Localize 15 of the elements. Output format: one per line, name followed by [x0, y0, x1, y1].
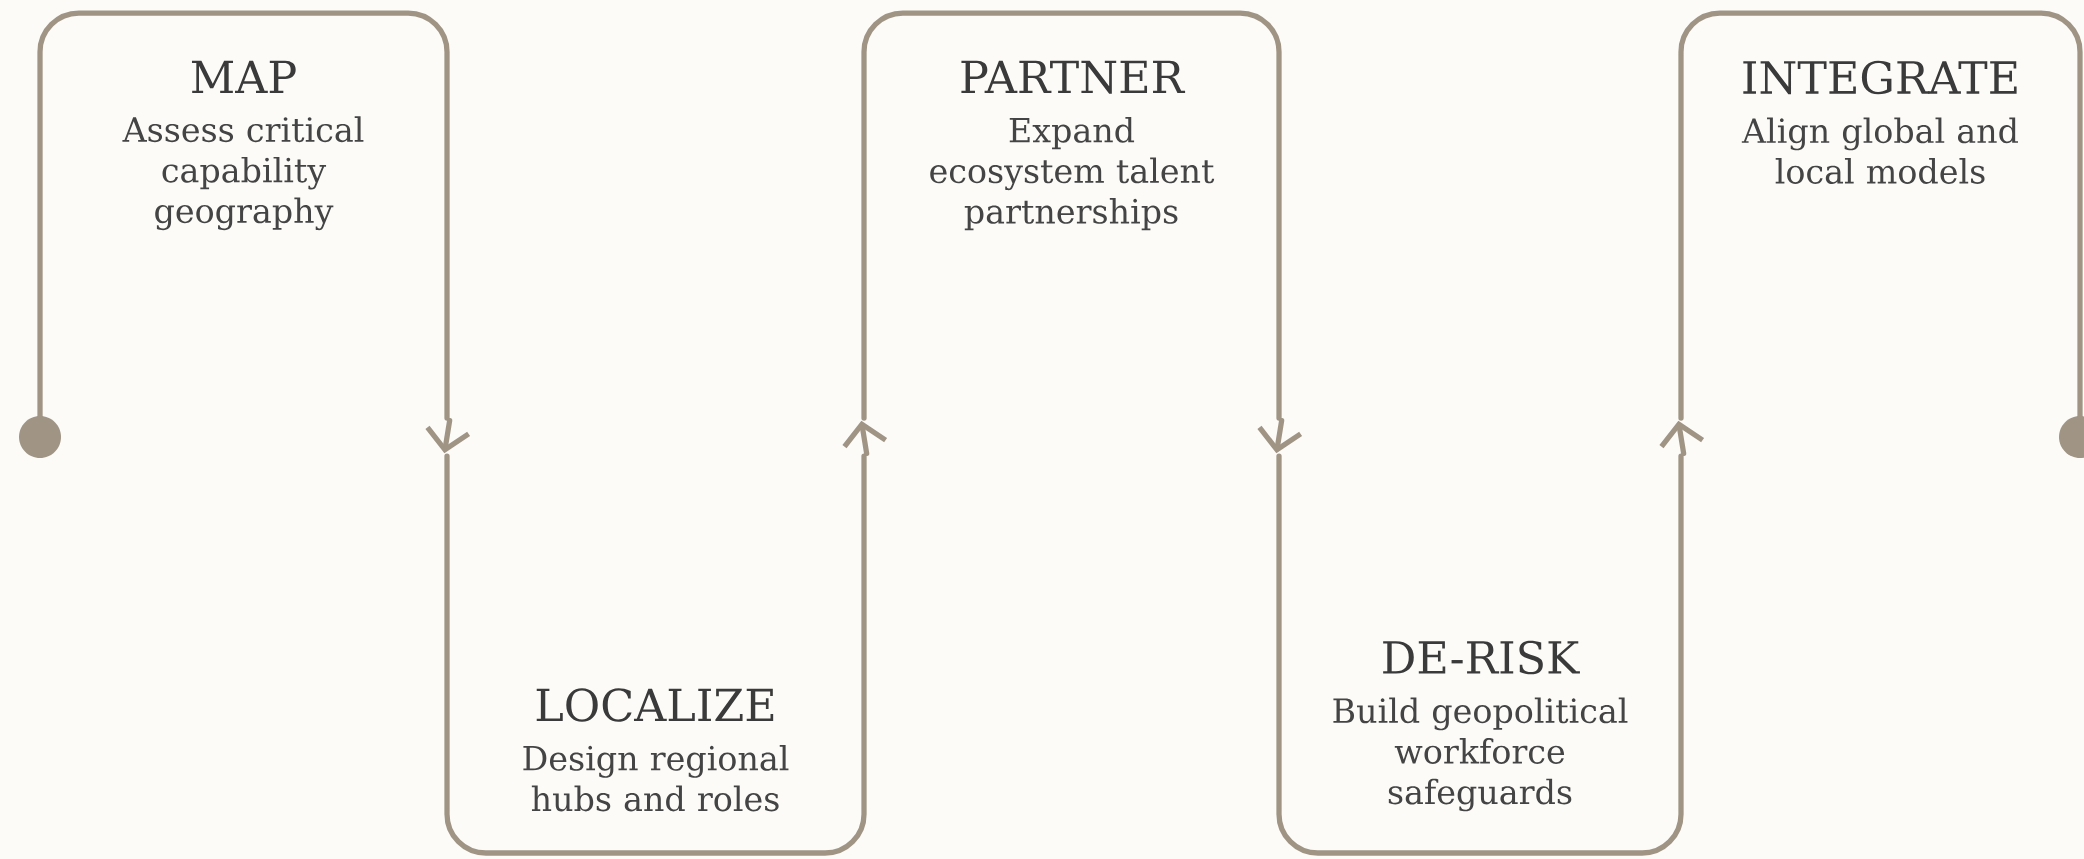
- stage-description: Design regional hubs and roles: [523, 745, 789, 812]
- stage-description: Align global and local models: [1741, 117, 2018, 184]
- stage-title: LOCALIZE: [536, 688, 774, 722]
- stage-panel: [37, 10, 450, 421]
- stage-description: Expand ecosystem talent partnerships: [930, 116, 1215, 231]
- stage-title: PARTNER: [961, 60, 1186, 94]
- stage-panel: [444, 453, 867, 856]
- stage-panel: [1276, 453, 1684, 856]
- stage-description: Assess critical capability geography: [122, 116, 364, 231]
- stage-title: DE-RISK: [1383, 640, 1580, 675]
- stage-title: INTEGRATE: [1743, 60, 2017, 95]
- stage-panel: [1678, 10, 2083, 421]
- stage-title: MAP: [192, 60, 296, 94]
- stage-panel: [861, 10, 1282, 421]
- stage-description: Build geopolitical workforce safeguards: [1333, 697, 1628, 812]
